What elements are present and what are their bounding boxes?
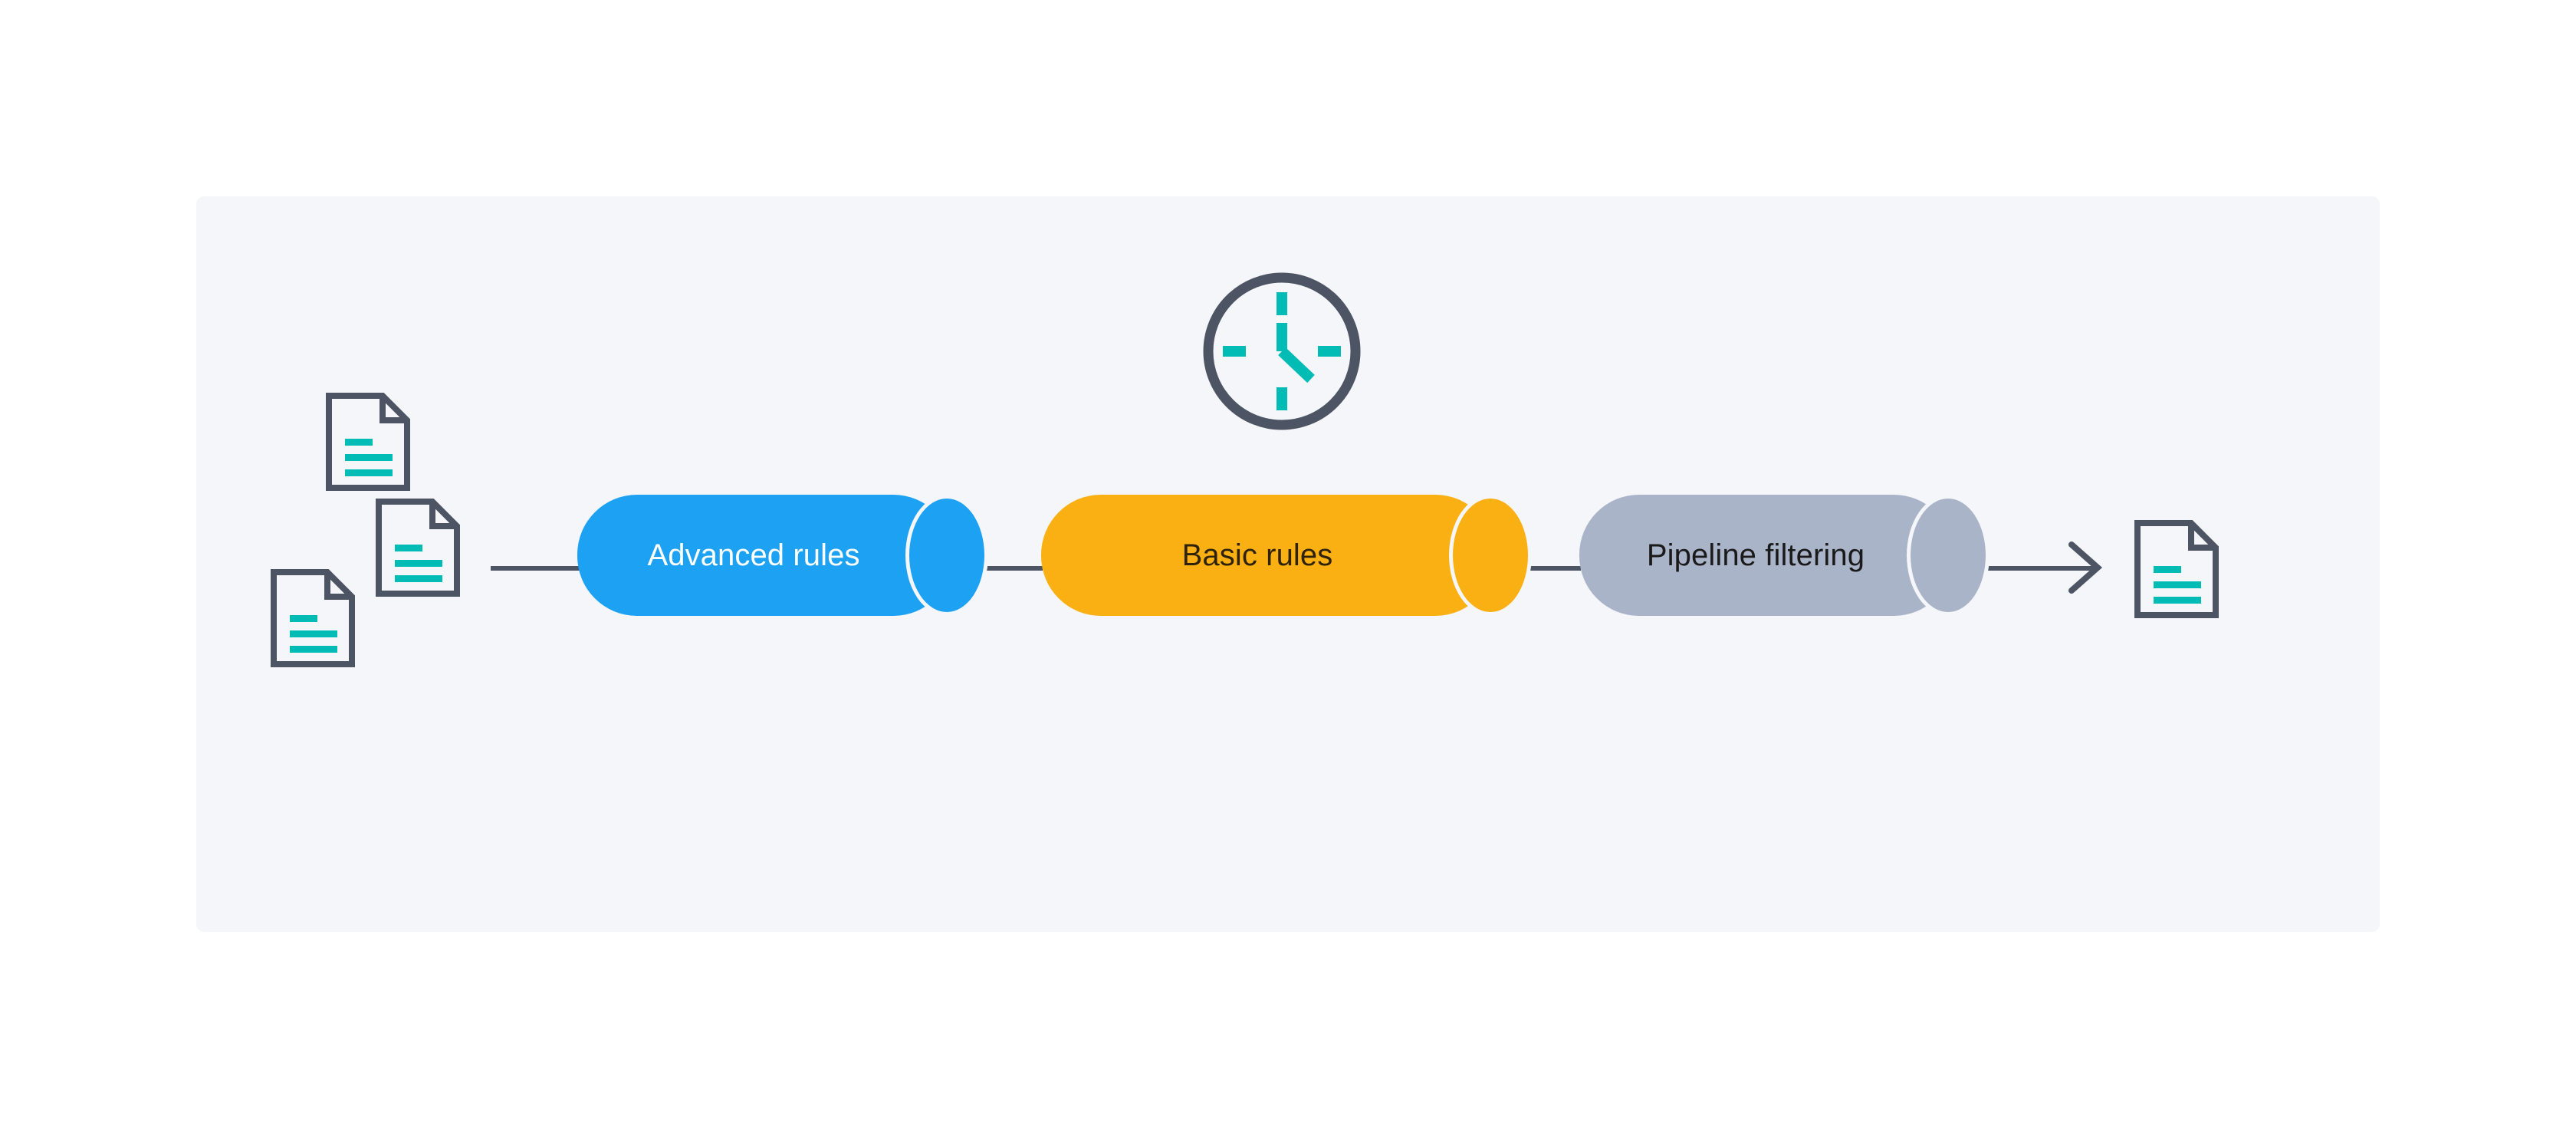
input-document-1: [326, 393, 410, 495]
stage-pipeline-filtering-cap: [1907, 495, 1990, 616]
stage-pipeline-filtering-body: [1579, 495, 1953, 616]
connector-stage-2-to-stage-3: [1521, 566, 1581, 571]
stage-advanced-rules[interactable]: Advanced rules: [577, 495, 991, 616]
stage-pipeline-filtering[interactable]: Pipeline filtering: [1579, 495, 1990, 616]
flow-arrow-right-icon: [2067, 540, 2113, 599]
input-document-3: [271, 569, 355, 671]
stage-basic-rules[interactable]: Basic rules: [1041, 495, 1532, 616]
input-document-2: [376, 499, 460, 601]
stage-basic-rules-label: Basic rules: [1181, 538, 1333, 572]
stage-basic-rules-body: [1041, 495, 1495, 616]
stage-advanced-rules-body: [577, 495, 953, 616]
stage-advanced-rules-label: Advanced rules: [647, 538, 860, 572]
stage-advanced-rules-cap: [905, 495, 988, 616]
connector-stage-1-to-stage-2: [987, 566, 1043, 571]
connector-input-to-stage-1: [491, 566, 581, 571]
output-document: [2134, 520, 2219, 622]
clock-icon: [1198, 267, 1366, 439]
stage-basic-rules-cap: [1449, 495, 1532, 616]
stage-pipeline-filtering-label: Pipeline filtering: [1646, 538, 1865, 572]
connector-stage-3-to-output: [1986, 566, 2093, 571]
